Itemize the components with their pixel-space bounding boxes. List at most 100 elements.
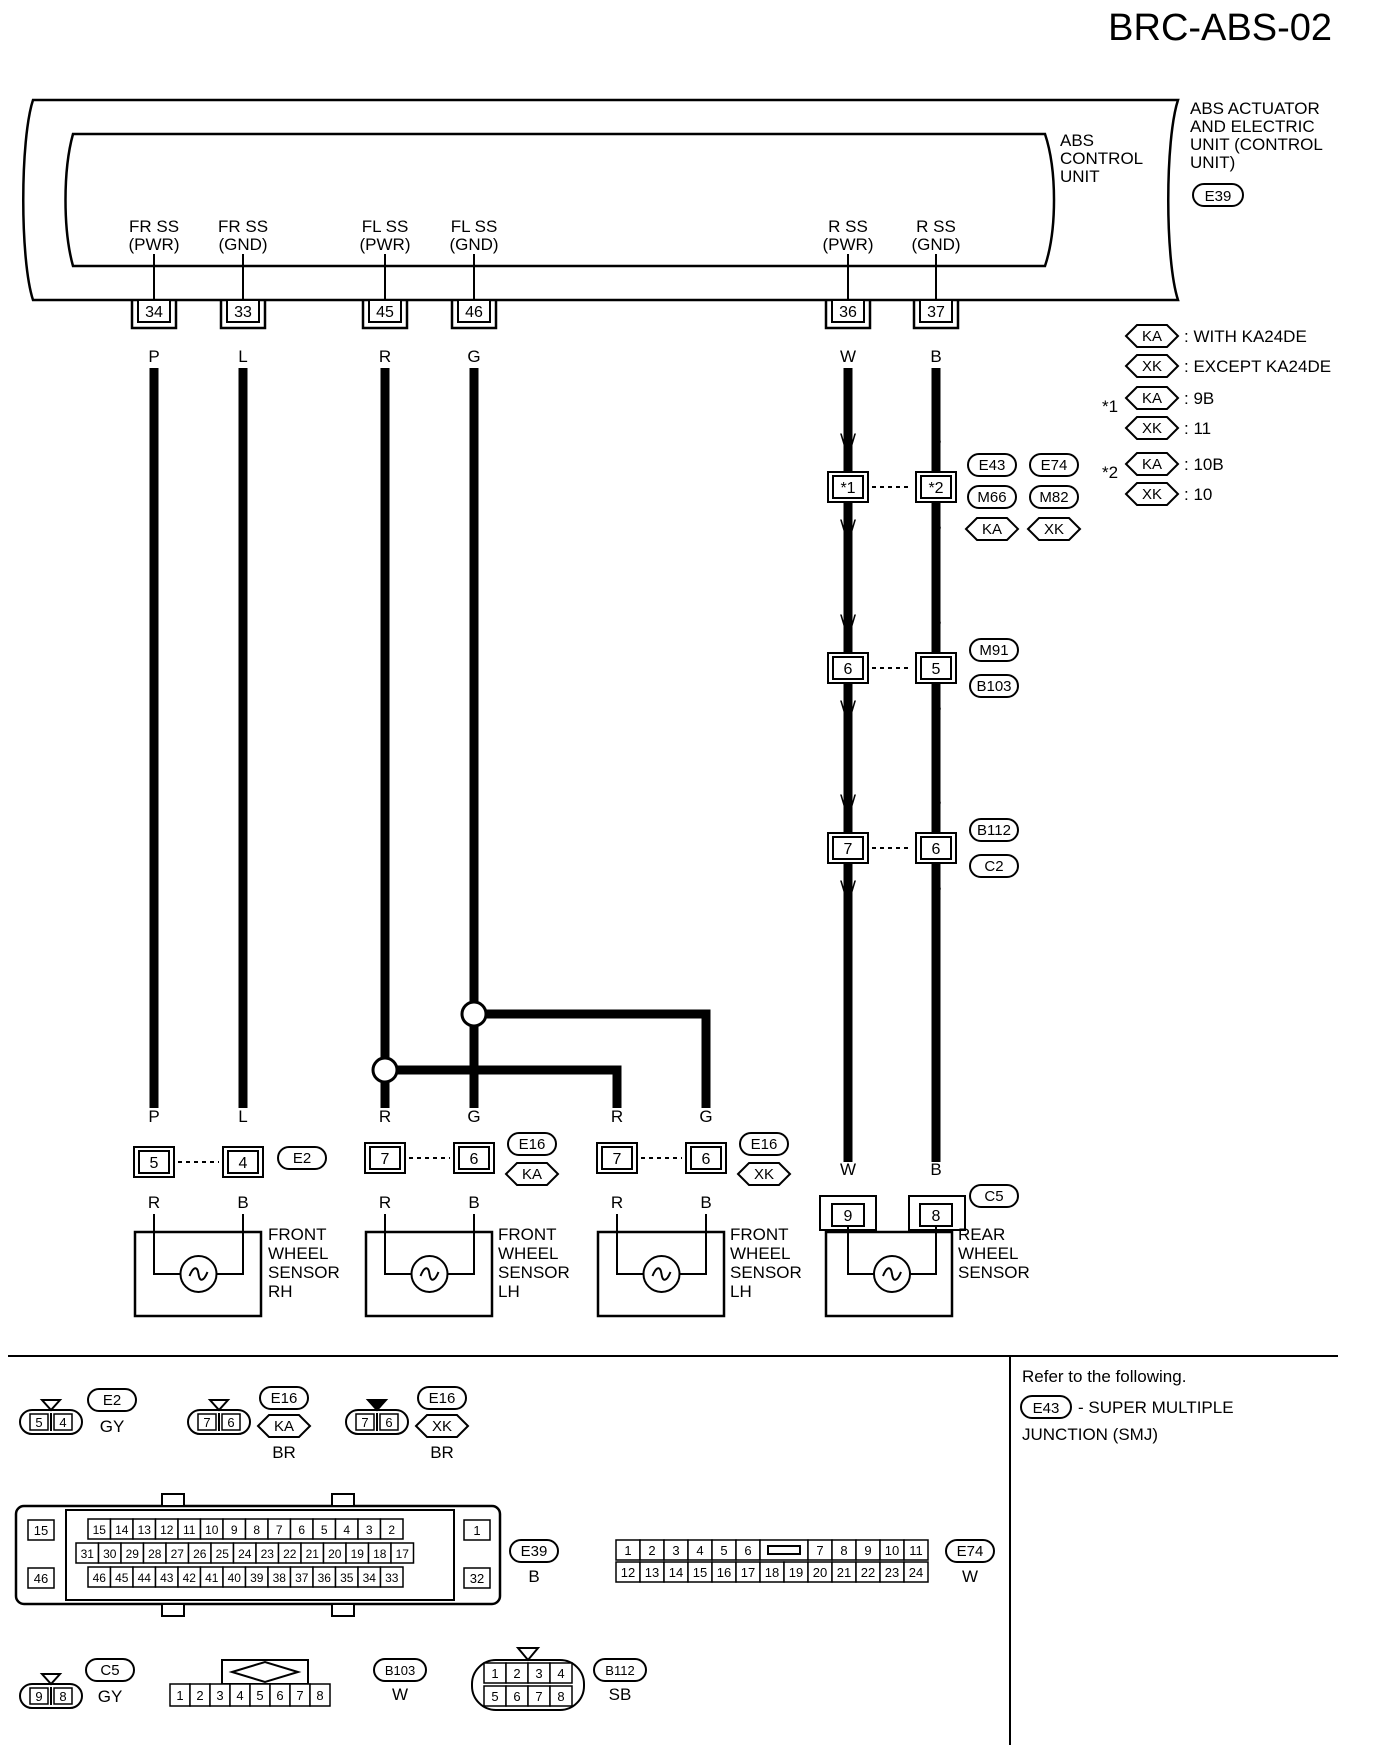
connector-tag-label: B112 [605, 1663, 634, 1678]
pin-number: 3 [366, 1523, 373, 1537]
pin-number: 15 [693, 1565, 707, 1580]
pin-number: 5 [932, 661, 941, 678]
pin-number: 1 [624, 1543, 631, 1558]
wire-color: W [840, 430, 856, 449]
wire-color: B [930, 877, 941, 896]
connector-tag-label: C5 [984, 1188, 1003, 1205]
legend-marker: *2 [1102, 463, 1118, 482]
terminal-34: FR SS(PWR)34P [129, 217, 180, 366]
wire-color: W [840, 791, 856, 810]
pin-number: 34 [363, 1571, 377, 1585]
sensor-name: SENSOR [268, 1263, 340, 1282]
legend-entry: KA: WITH KA24DE [1124, 324, 1307, 348]
connector-tag-label: B112 [977, 822, 1011, 839]
option-tag-xk: XK [1124, 354, 1180, 378]
pin-number: 46 [93, 1571, 107, 1585]
sensor-pin-left: 9 [844, 1208, 853, 1225]
pin-number: 11 [183, 1523, 196, 1537]
option-tag-ka: KA [964, 517, 1020, 541]
pin-number: 36 [318, 1571, 332, 1585]
sensor-name: FRONT [268, 1225, 327, 1244]
svg-text:JUNCTION (SMJ): JUNCTION (SMJ) [1022, 1425, 1158, 1444]
pin-number: 8 [316, 1688, 323, 1703]
pin-number: 7 [361, 1415, 368, 1430]
sensor-pin-left: 7 [364, 1142, 406, 1174]
pin-number: 6 [227, 1415, 234, 1430]
wire-color: P [148, 1107, 159, 1126]
abs-control-unit-frame [64, 132, 1056, 268]
terminal-36: R SS(PWR)36W [823, 217, 874, 366]
pin-number: 25 [216, 1547, 230, 1561]
connector-tag-b112: B112 [593, 1658, 647, 1682]
pin-number: 20 [813, 1565, 827, 1580]
pin-number: 31 [81, 1547, 95, 1561]
pin-number: 6 [276, 1688, 283, 1703]
terminal-function: (PWR) [360, 235, 411, 254]
pin-number: 4 [239, 1155, 248, 1172]
pin-number: 5 [256, 1688, 263, 1703]
option-tag-label: KA [1142, 390, 1162, 407]
wire-fl-gnd-branch [474, 1009, 711, 1108]
connector-tag-e16: E16 [507, 1132, 557, 1156]
terminal-name: FR SS [218, 217, 268, 236]
joint-pin-left: 6 [827, 652, 869, 684]
wire-color: B [930, 516, 941, 535]
terminal-pin: 34 [145, 304, 163, 321]
wire-color: B [930, 791, 941, 810]
pin-number: 8 [59, 1689, 66, 1704]
svg-text:- SUPER MULTIPLE: - SUPER MULTIPLE [1078, 1398, 1234, 1417]
pin-number: 19 [789, 1565, 803, 1580]
pin-number: 23 [261, 1547, 275, 1561]
sensor-pin-left: 7 [596, 1142, 638, 1174]
pin-number: 32 [470, 1571, 484, 1586]
terminal-name: R SS [828, 217, 868, 236]
pin-number: 14 [115, 1523, 129, 1537]
connector-tag-m91: M91 [969, 638, 1019, 662]
pin-number: 45 [115, 1571, 129, 1585]
sensor-name: SENSOR [498, 1263, 570, 1282]
connector-tag-label: M91 [979, 642, 1008, 659]
terminal-37: R SS(GND)37B [911, 217, 960, 366]
pin-number: 4 [59, 1415, 66, 1430]
pin-number: 2 [648, 1543, 655, 1558]
pin-number: 7 [535, 1689, 542, 1704]
wire-color: W [840, 347, 856, 366]
terminal-pin: 45 [376, 304, 394, 321]
pin-number: 9 [864, 1543, 871, 1558]
sensor-name: WHEEL [498, 1244, 558, 1263]
connector-tag-e16: E16 [417, 1386, 467, 1410]
pin-number: 14 [669, 1565, 683, 1580]
connector-tag-b103: B103 [969, 674, 1019, 698]
pin-number: 7 [381, 1151, 390, 1168]
pin-number: 19 [351, 1547, 365, 1561]
sensor-name: FRONT [730, 1225, 789, 1244]
pin-number: 30 [103, 1547, 117, 1561]
pin-number: *1 [840, 480, 855, 497]
pin-number: *2 [928, 480, 943, 497]
splice-fl-pwr [371, 1056, 399, 1084]
option-tag-label: KA [1142, 456, 1162, 473]
svg-text:E39: E39 [1205, 188, 1232, 205]
pin-number: 6 [298, 1523, 305, 1537]
wire-color: B [930, 1160, 941, 1179]
connector-color: BR [430, 1443, 454, 1462]
connector-tag-c2: C2 [969, 854, 1019, 878]
terminal-function: (GND) [449, 235, 498, 254]
sensor-pin-right: 6 [685, 1142, 727, 1174]
pin-number: 12 [621, 1565, 635, 1580]
wire-color: G [467, 347, 480, 366]
pin-number: 3 [535, 1666, 542, 1681]
connector-tag-m82: M82 [1029, 485, 1079, 509]
pin-number: 24 [238, 1547, 252, 1561]
pin-number: 44 [138, 1571, 152, 1585]
